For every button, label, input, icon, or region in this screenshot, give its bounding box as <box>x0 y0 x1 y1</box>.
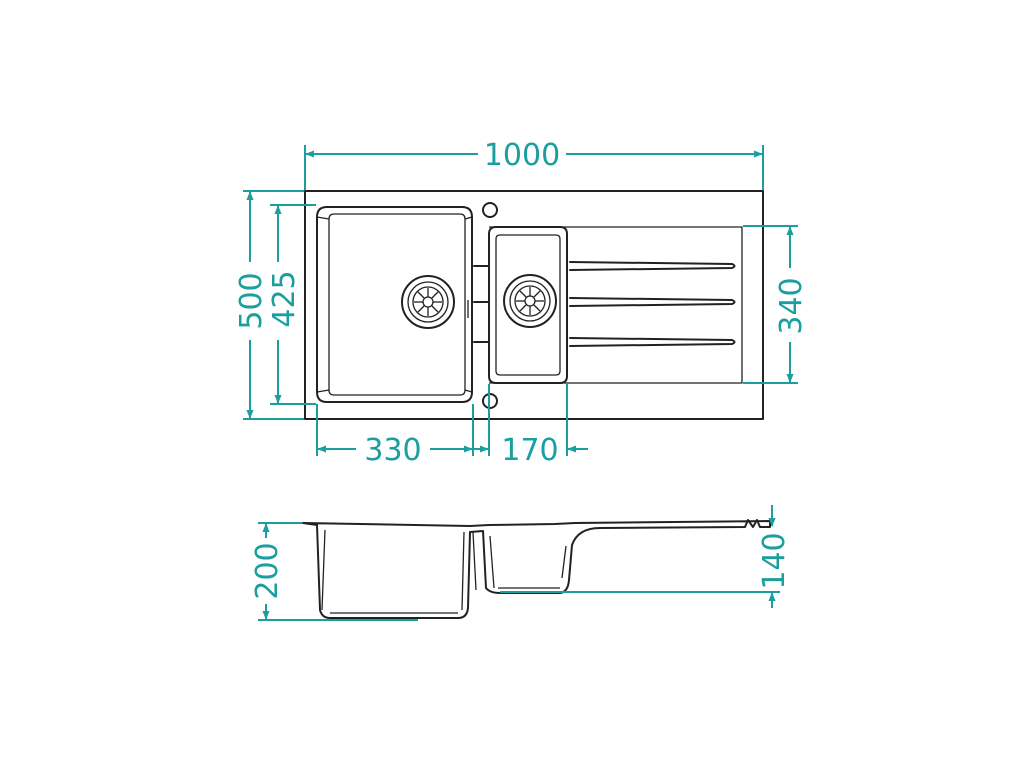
drainer-area <box>489 226 743 384</box>
extension-lines <box>243 145 798 621</box>
small-bowl-drain <box>503 274 557 328</box>
dim-label-small-bowl-width: 170 <box>501 433 558 468</box>
drainer-groove-3 <box>569 337 736 347</box>
dimension-annotations: 1000 500 425 330 170 340 200 140 <box>234 138 809 621</box>
dim-label-large-bowl-width: 330 <box>364 433 421 468</box>
dim-label-overall-width: 1000 <box>484 138 560 173</box>
dim-label-large-bowl-height: 200 <box>250 542 285 599</box>
large-bowl-drain <box>401 275 455 329</box>
dim-label-drainer-depth: 340 <box>774 277 809 334</box>
dim-label-small-bowl-height: 140 <box>757 532 792 589</box>
dim-label-large-bowl-depth: 425 <box>267 270 302 327</box>
drainer-groove-1 <box>569 261 736 271</box>
large-bowl-rim <box>316 206 473 403</box>
drainer-groove-2 <box>569 297 736 307</box>
sink-outer-frame <box>304 190 764 420</box>
large-bowl-inner <box>328 213 466 396</box>
sink-top-view <box>304 190 764 420</box>
tap-hole-top <box>482 202 498 218</box>
small-bowl-inner <box>495 234 561 376</box>
dim-label-overall-depth: 500 <box>234 272 269 329</box>
sink-side-view <box>302 519 771 619</box>
